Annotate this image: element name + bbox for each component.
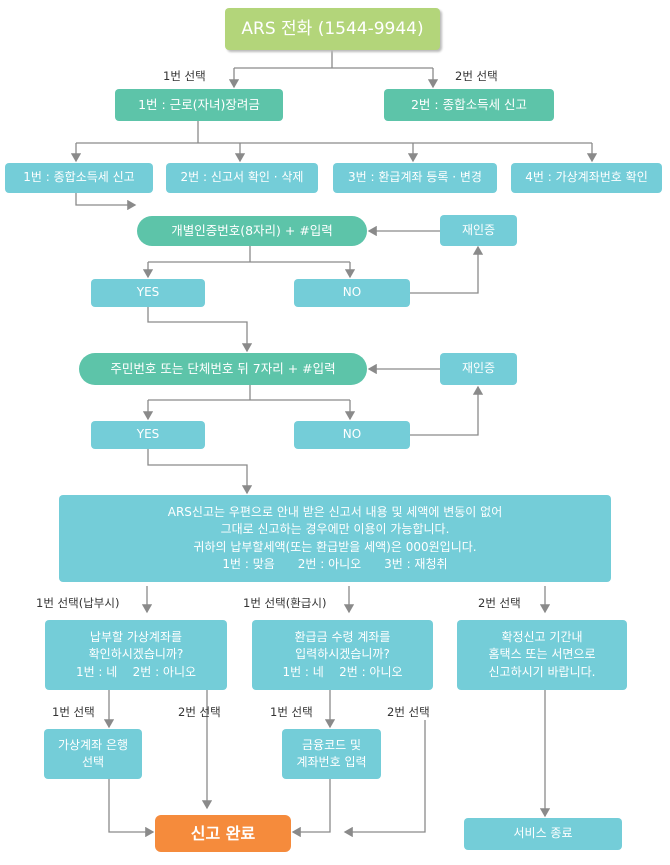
auth2-no: NO bbox=[294, 421, 410, 449]
box-line: 홈택스 또는 서면으로 bbox=[488, 647, 596, 662]
box-line: 1번 : 네 2번 : 아니오 bbox=[282, 664, 403, 679]
auth1-yes: YES bbox=[91, 279, 205, 307]
box-line: 가상계좌 은행 bbox=[57, 737, 129, 752]
refund-no-label: 2번 선택 bbox=[387, 705, 430, 719]
auth-number-prompt: 개별인증번호(8자리) + #입력 bbox=[137, 216, 367, 246]
box-line: 환급금 수령 계좌를 bbox=[294, 629, 391, 644]
notice-line: 귀하의 납부할세액(또는 환급받을 세액)은 000원입니다. bbox=[193, 539, 477, 554]
refund-yes-label: 1번 선택 bbox=[270, 705, 313, 719]
box-line: 계좌번호 입력 bbox=[296, 755, 367, 769]
id-number-prompt: 주민번호 또는 단체번호 뒤 7자리 + #입력 bbox=[79, 353, 367, 385]
box-line: 확정신고 기간내 bbox=[501, 629, 583, 644]
box-line: 확인하시겠습니까? bbox=[88, 647, 184, 662]
menu-refund-account: 3번 : 환급계좌 등록 · 변경 bbox=[333, 163, 497, 193]
filing-complete: 신고 완료 bbox=[155, 815, 291, 852]
box-line: 납부할 가상계좌를 bbox=[89, 629, 183, 644]
auth2-yes: YES bbox=[91, 421, 205, 449]
choice2-label: 2번 선택 bbox=[455, 69, 498, 83]
choice1-label: 1번 선택 bbox=[163, 69, 206, 83]
box-line: 금융코드 및 bbox=[301, 737, 361, 752]
option-income-tax-filing: 2번 : 종합소득세 신고 bbox=[384, 89, 554, 121]
menu-virtual-account: 4번 : 가상계좌번호 확인 bbox=[511, 163, 662, 193]
pay-no-label: 2번 선택 bbox=[178, 705, 221, 719]
box-line: 신고하시기 바랍니다. bbox=[488, 664, 596, 679]
refund-branch-label: 1번 선택(환급시) bbox=[243, 596, 327, 610]
notice-line: 1번 : 맞음 2번 : 아니오 3번 : 재청취 bbox=[222, 556, 448, 571]
box-line: 입력하시겠습니까? bbox=[295, 647, 390, 662]
box-line: 선택 bbox=[81, 755, 105, 769]
option-earned-income-credit: 1번 : 근로(자녀)장려금 bbox=[115, 89, 283, 121]
menu-check-delete-return: 2번 : 신고서 확인 · 삭제 bbox=[166, 163, 318, 193]
notice-line: ARS신고는 우편으로 안내 받은 신고서 내용 및 세액에 변동이 없어 bbox=[167, 504, 503, 519]
auth1-no: NO bbox=[294, 279, 410, 307]
reauth-box-2: 재인증 bbox=[440, 353, 517, 385]
ars-notice-box: ARS신고는 우편으로 안내 받은 신고서 내용 및 세액에 변동이 없어 그대… bbox=[59, 495, 611, 582]
notice-line: 그대로 신고하는 경우에만 이용이 가능합니다. bbox=[220, 522, 450, 537]
no-branch-label: 2번 선택 bbox=[478, 596, 521, 610]
ars-phone-title: ARS 전화 (1544-9944) bbox=[225, 8, 440, 50]
reauth-box-1: 재인증 bbox=[440, 215, 517, 246]
pay-branch-label: 1번 선택(납부시) bbox=[36, 596, 120, 610]
box-line: 1번 : 네 2번 : 아니오 bbox=[75, 664, 197, 679]
service-end: 서비스 종료 bbox=[464, 818, 622, 850]
pay-yes-label: 1번 선택 bbox=[52, 705, 95, 719]
menu-income-tax-filing: 1번 : 종합소득세 신고 bbox=[5, 163, 153, 193]
